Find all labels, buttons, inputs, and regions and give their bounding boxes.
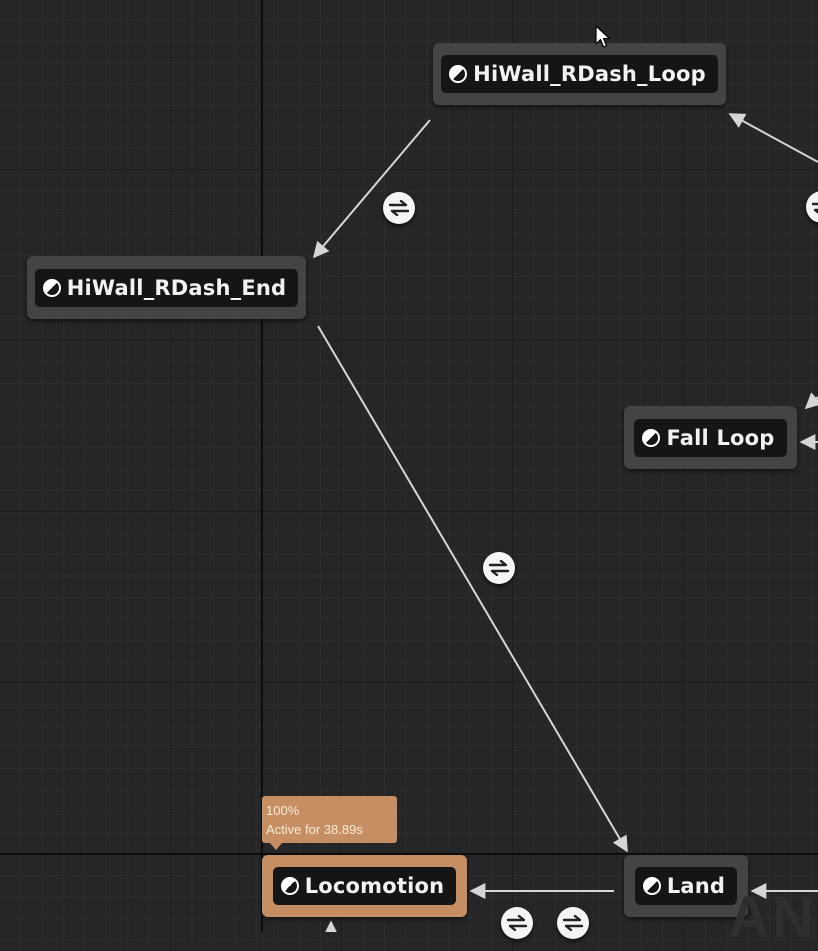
state-node-icon: [642, 428, 661, 447]
state-node-fall-loop[interactable]: Fall Loop: [624, 406, 797, 469]
state-node-icon: [449, 65, 468, 83]
state-node-icon: [642, 877, 661, 895]
transition-rule-icon[interactable]: [383, 192, 415, 224]
active-state-duration: Active for 38.89s: [266, 822, 363, 837]
state-node-hiwall-rdash-loop[interactable]: HiWall_RDash_Loop: [433, 43, 726, 105]
active-state-tooltip: 100% Active for 38.89s: [262, 796, 397, 850]
graph-origin-axis-vertical: [261, 0, 263, 932]
state-node-icon: [42, 278, 61, 297]
transition-rule-icon[interactable]: [557, 907, 589, 939]
transition-rule-icon[interactable]: [806, 191, 818, 223]
state-node-label: Fall Loop: [666, 425, 775, 450]
state-node-land[interactable]: Land: [624, 855, 748, 917]
graph-type-watermark: AN: [728, 885, 816, 950]
wire-offscreen-to-loop: [728, 113, 818, 163]
state-node-label: HiWall_RDash_Loop: [473, 62, 706, 86]
wire-loop-to-end: [312, 119, 431, 259]
state-node-locomotion[interactable]: Locomotion: [262, 855, 467, 917]
wire-end-to-land: [317, 325, 628, 853]
state-node-label: HiWall_RDash_End: [66, 275, 287, 300]
mouse-pointer-icon: [595, 25, 611, 48]
state-node-hiwall-rdash-end[interactable]: HiWall_RDash_End: [27, 256, 306, 319]
active-state-weight: 100%: [266, 803, 300, 818]
transition-rule-icon[interactable]: [501, 907, 533, 939]
transition-rule-icon[interactable]: [483, 552, 515, 584]
graph-origin-axis-horizontal: [0, 853, 818, 855]
state-node-label: Land: [666, 874, 726, 898]
state-node-label: Locomotion: [304, 874, 445, 898]
state-node-icon: [280, 877, 299, 895]
wire-offscreen-to-fall-loop-a: [804, 392, 818, 410]
